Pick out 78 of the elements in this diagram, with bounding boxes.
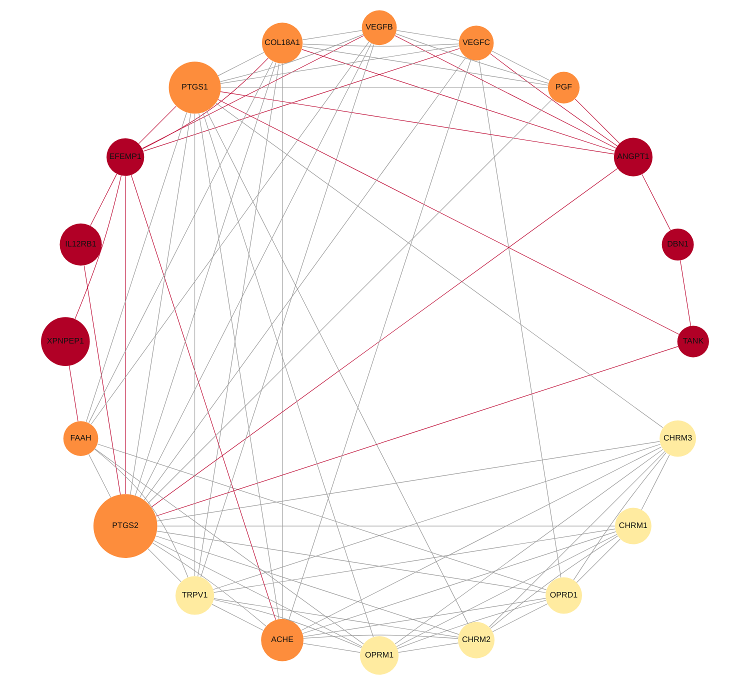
connector: [68, 365, 78, 422]
connector: [202, 112, 374, 638]
connector: [144, 56, 466, 501]
connector: [220, 46, 460, 84]
connector: [574, 98, 620, 144]
connector: [490, 536, 618, 629]
connector: [490, 53, 618, 146]
connector: [213, 599, 362, 648]
connector: [194, 113, 196, 576]
connector: [156, 536, 460, 635]
connector: [143, 48, 460, 152]
connector: [220, 34, 364, 82]
connector: [396, 534, 618, 647]
connector: [489, 451, 666, 628]
connector: [220, 91, 614, 154]
connector: [156, 441, 660, 522]
connector: [130, 113, 191, 495]
connector: [86, 112, 187, 422]
connector: [142, 58, 269, 150]
connector: [573, 452, 666, 580]
connector: [394, 35, 616, 149]
connector: [140, 42, 372, 498]
connector: [396, 30, 460, 41]
connector: [303, 598, 546, 638]
connector: [395, 33, 549, 84]
connector: [84, 265, 121, 495]
connector: [302, 30, 362, 40]
connector: [641, 454, 670, 510]
connector: [576, 538, 620, 583]
connector: [302, 44, 460, 46]
connector: [302, 49, 616, 152]
connector: [218, 99, 680, 335]
connector: [74, 175, 122, 320]
connector: [301, 446, 662, 631]
connector: [94, 448, 188, 578]
connector: [303, 634, 458, 639]
connector: [156, 530, 546, 593]
connector: [90, 174, 118, 226]
connector: [220, 87, 548, 88]
connector: [394, 449, 664, 644]
connector: [478, 60, 562, 578]
connector: [138, 106, 176, 144]
connector: [88, 454, 112, 498]
connector: [198, 63, 280, 577]
connector: [148, 98, 553, 504]
connector: [97, 444, 547, 590]
connector: [88, 61, 274, 424]
connector: [200, 44, 374, 578]
connector: [148, 548, 182, 582]
connector: [282, 63, 283, 620]
connector: [152, 542, 266, 627]
connector: [212, 444, 661, 590]
connector: [398, 642, 459, 653]
connector: [216, 102, 664, 428]
connector: [492, 50, 550, 81]
connector: [150, 168, 618, 508]
connector: [288, 59, 472, 620]
connector: [156, 346, 678, 516]
connector: [303, 643, 360, 653]
connector: [680, 260, 691, 326]
connector: [198, 113, 280, 620]
connector: [212, 604, 264, 631]
connector: [154, 540, 362, 647]
connector: [214, 598, 459, 638]
connector: [130, 174, 276, 620]
connector: [218, 52, 264, 76]
connector: [492, 603, 548, 632]
connector: [125, 176, 126, 494]
connector: [302, 531, 616, 634]
connector: [214, 528, 616, 593]
connector: [134, 62, 276, 496]
connector: [94, 448, 364, 644]
connector: [397, 600, 546, 649]
connector: [142, 35, 364, 149]
connector: [302, 46, 548, 86]
connector: [90, 42, 370, 425]
connector: [206, 110, 468, 624]
connector: [642, 174, 671, 230]
